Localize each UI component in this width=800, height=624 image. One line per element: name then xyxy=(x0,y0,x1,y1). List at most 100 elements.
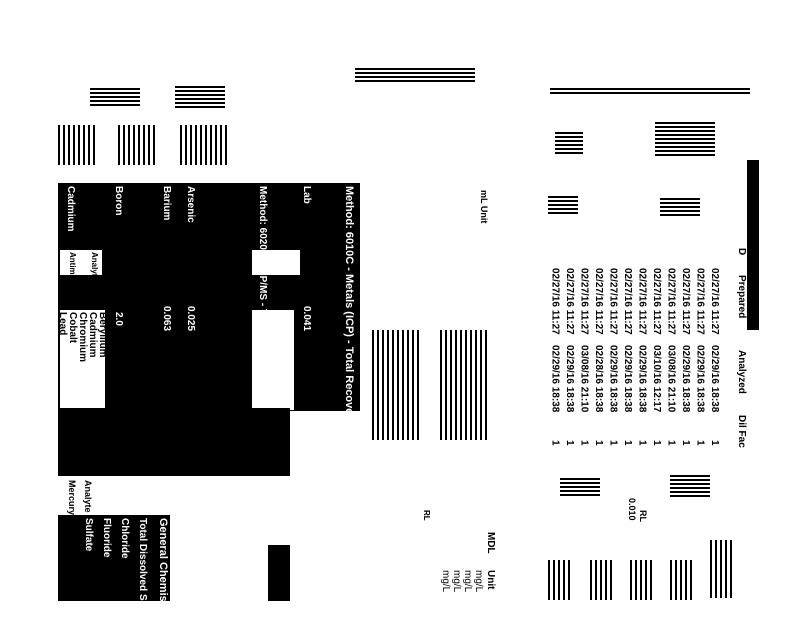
analyte-tds: Total Dissolved Solids xyxy=(137,518,148,624)
rl-header-right: RL xyxy=(638,510,648,522)
row-dil-fac: 1 xyxy=(651,440,662,446)
rl-header-left: RL xyxy=(422,510,431,521)
analyte-header: Analyte xyxy=(90,252,99,281)
row-analyzed: 02/29/16 18:38 xyxy=(549,345,561,413)
scan-artifact xyxy=(548,560,570,600)
antimony-label: Antimony xyxy=(68,252,77,289)
row-analyzed: 02/29/16 18:38 xyxy=(694,345,706,413)
row-prepared: 02/27/16 11:27 xyxy=(578,268,590,335)
row-analyzed: 03/08/16 21:10 xyxy=(665,345,677,413)
scan-artifact xyxy=(655,120,715,156)
scan-artifact xyxy=(670,475,710,497)
general-chemistry-section xyxy=(58,515,170,601)
row-analyzed: 02/29/16 18:38 xyxy=(636,345,648,413)
header-dil-fac: Dil Fac xyxy=(736,415,747,448)
row-prepared: 02/27/16 11:27 xyxy=(607,268,619,335)
row-dil-fac: 1 xyxy=(564,440,575,446)
row-prepared: 02/27/16 11:27 xyxy=(564,268,575,335)
unit-value: mg/L xyxy=(451,570,462,593)
rl-value: 0.010 xyxy=(627,498,637,521)
header-id: D xyxy=(736,248,747,256)
scan-artifact xyxy=(590,560,612,600)
scan-artifact xyxy=(710,540,732,598)
lab-label: Lab xyxy=(301,186,312,204)
analyte-sulfate: Sulfate xyxy=(83,518,94,552)
row-dil-fac: 1 xyxy=(549,440,561,446)
unit-value: mg/L xyxy=(462,570,473,593)
row-dil-fac: 1 xyxy=(578,440,590,446)
scan-artifact xyxy=(440,330,490,440)
scan-artifact xyxy=(355,68,475,82)
header-analyzed: Analyzed xyxy=(736,350,747,394)
row-analyzed: 03/10/16 12:17 xyxy=(651,345,662,413)
row-analyzed: 03/08/16 21:10 xyxy=(578,345,590,413)
analyte-cadmium: Cadmium xyxy=(65,186,76,232)
scan-artifact xyxy=(560,478,600,496)
row-analyzed: 02/29/16 18:38 xyxy=(564,345,575,413)
row-analyzed: 02/29/16 18:38 xyxy=(709,345,720,413)
row-prepared: 02/27/16 11:27 xyxy=(622,268,633,335)
scan-artifact xyxy=(548,196,578,214)
scan-artifact xyxy=(175,86,225,108)
method-6020-title: Method: 6020A - ICP/MS - To xyxy=(257,186,268,321)
scan-artifact xyxy=(180,125,228,165)
lab-value: 0.041 xyxy=(301,306,312,332)
mercury-analyte-header: Analyte xyxy=(83,480,93,513)
margin-bar xyxy=(747,160,759,330)
row-dil-fac: 1 xyxy=(622,440,633,446)
row-prepared: 02/27/16 11:27 xyxy=(665,268,677,335)
row-prepared: 02/27/16 11:27 xyxy=(549,268,561,335)
row-dil-fac: 1 xyxy=(607,440,619,446)
scan-artifact xyxy=(372,330,422,440)
value-arsenic: 0.025 xyxy=(185,306,196,332)
analyte-arsenic: Arsenic xyxy=(185,186,196,223)
mdl-header: MDL xyxy=(485,532,496,554)
row-prepared: 02/27/16 11:27 xyxy=(694,268,706,335)
ml-unit-label: mL Unit xyxy=(479,190,489,224)
row-analyzed: 02/29/16 18:38 xyxy=(607,345,619,413)
scan-artifact xyxy=(630,560,652,600)
scan-artifact xyxy=(555,130,583,154)
analyte-barium: Barium xyxy=(161,186,172,221)
analyte-chromium: Chromium xyxy=(77,312,88,362)
row-dil-fac: 1 xyxy=(636,440,648,446)
unit-header: Unit xyxy=(485,570,496,590)
row-prepared: 02/27/16 11:27 xyxy=(680,268,691,335)
row-prepared: 02/27/16 11:27 xyxy=(651,268,662,335)
row-prepared: 02/27/16 11:27 xyxy=(636,268,648,335)
scan-artifact xyxy=(670,560,692,600)
value-barium: 0.063 xyxy=(161,306,172,332)
row-prepared: 02/27/16 11:27 xyxy=(593,268,604,335)
metals-white-box xyxy=(252,310,294,410)
unit-value: mg/L xyxy=(440,570,451,593)
metals-white-box xyxy=(60,250,102,275)
scan-artifact xyxy=(118,125,156,165)
small-black-block xyxy=(268,545,290,601)
analyte-boron: Boron xyxy=(113,186,124,216)
scan-artifact xyxy=(550,88,750,94)
general-chemistry-title: General Chemistry xyxy=(157,518,169,616)
metals-white-box xyxy=(252,250,300,275)
scan-artifact xyxy=(660,196,700,216)
header-prepared: Prepared xyxy=(736,275,747,319)
analyte-fluoride: Fluoride xyxy=(101,518,112,558)
value-boron: 2.0 xyxy=(113,312,124,326)
metals-white-box xyxy=(60,310,105,410)
row-analyzed: 02/29/16 18:38 xyxy=(622,345,633,413)
analyte-cobalt: Cobalt xyxy=(67,312,78,344)
mercury-label: Mercury xyxy=(67,480,77,516)
row-dil-fac: 1 xyxy=(665,440,677,446)
row-dil-fac: 1 xyxy=(709,440,720,446)
row-analyzed: 02/28/16 18:38 xyxy=(593,345,604,413)
row-dil-fac: 1 xyxy=(694,440,706,446)
row-prepared: 02/27/16 11:27 xyxy=(709,268,720,335)
method-6010-title: Method: 6010C - Metals (ICP) - Total Rec… xyxy=(343,186,355,441)
metals-section xyxy=(58,183,360,411)
analyte-chloride: Chloride xyxy=(119,518,130,559)
scan-artifact xyxy=(58,125,96,165)
unit-value: mg/L xyxy=(473,570,484,593)
analyte-lead: Lead xyxy=(57,312,68,336)
row-analyzed: 02/29/16 18:38 xyxy=(680,345,691,413)
scan-artifact xyxy=(90,88,140,106)
mercury-section xyxy=(58,408,290,476)
